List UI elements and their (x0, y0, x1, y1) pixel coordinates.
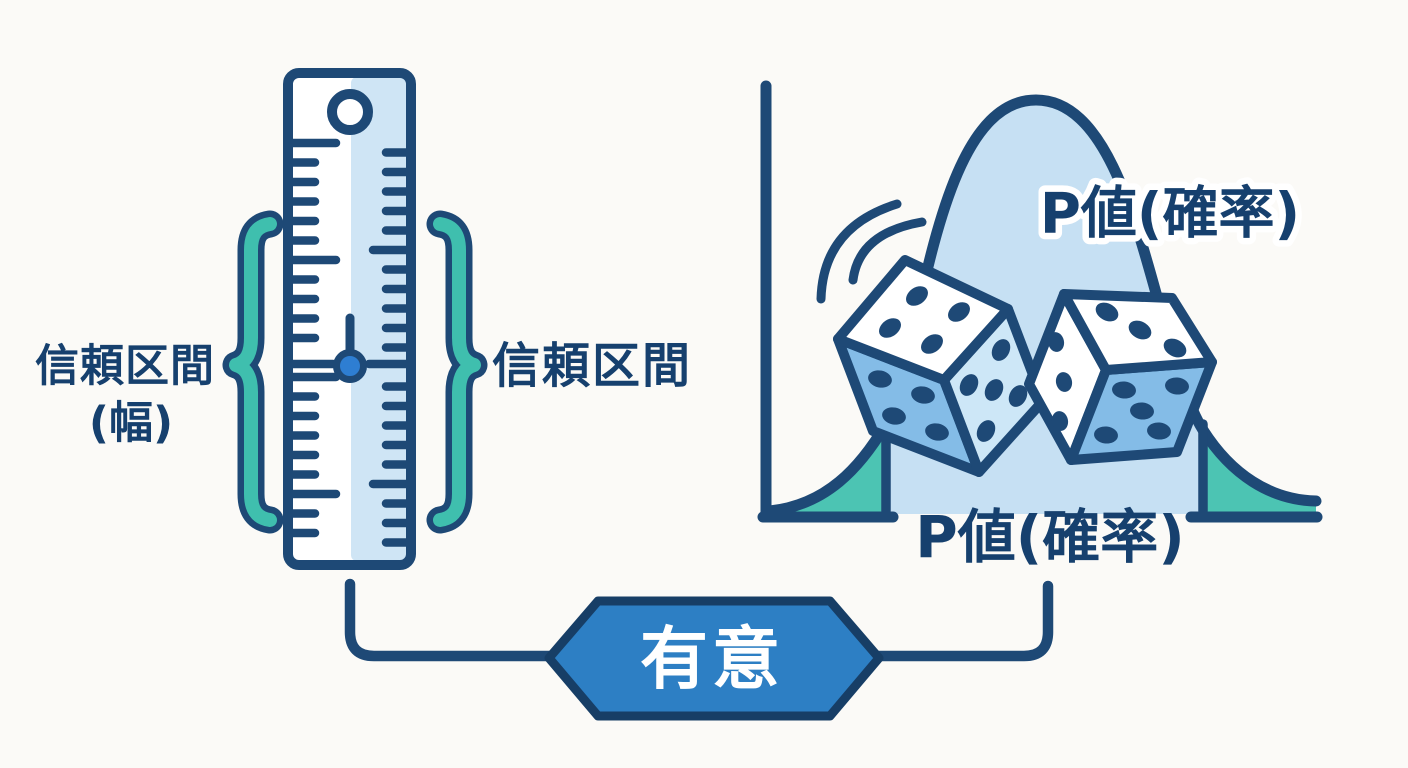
ruler-outline (283, 68, 416, 570)
significance-badge: 有意 (544, 596, 884, 721)
badge-label: 有意 (640, 621, 784, 700)
right-tail-region (1203, 430, 1316, 518)
confidence-interval-width-label-line1: 信頼区間 (35, 341, 215, 392)
die-left-pips (868, 286, 1028, 442)
right-brace-icon (426, 210, 488, 534)
p-value-label-bottom: P値(確率) (915, 503, 1185, 571)
ruler-icon (283, 68, 416, 570)
die-right-icon (1024, 289, 1217, 465)
confidence-interval-width-label-line2: (幅) (89, 398, 173, 449)
confidence-interval-figure: 信頼区間 (幅) 信頼区間 (35, 68, 692, 662)
p-value-figure: P値(確率) P値(確率) (757, 80, 1323, 662)
left-tail-region (770, 424, 886, 518)
die-right-pips (1047, 302, 1189, 444)
motion-lines-icon (816, 199, 927, 304)
p-value-label-top: P値(確率) (1040, 182, 1300, 247)
ruler-hole (327, 89, 373, 135)
bell-curve-fill (770, 100, 1316, 514)
badge-shape (544, 596, 884, 721)
connector-right-line (870, 580, 1054, 662)
confidence-interval-label: 信頼区間 (492, 338, 692, 394)
left-brace-icon (222, 210, 284, 534)
die-left-icon (833, 255, 1048, 477)
estimate-marker (333, 313, 367, 383)
connector-left-line (344, 578, 558, 662)
ruler-shading (351, 77, 407, 561)
